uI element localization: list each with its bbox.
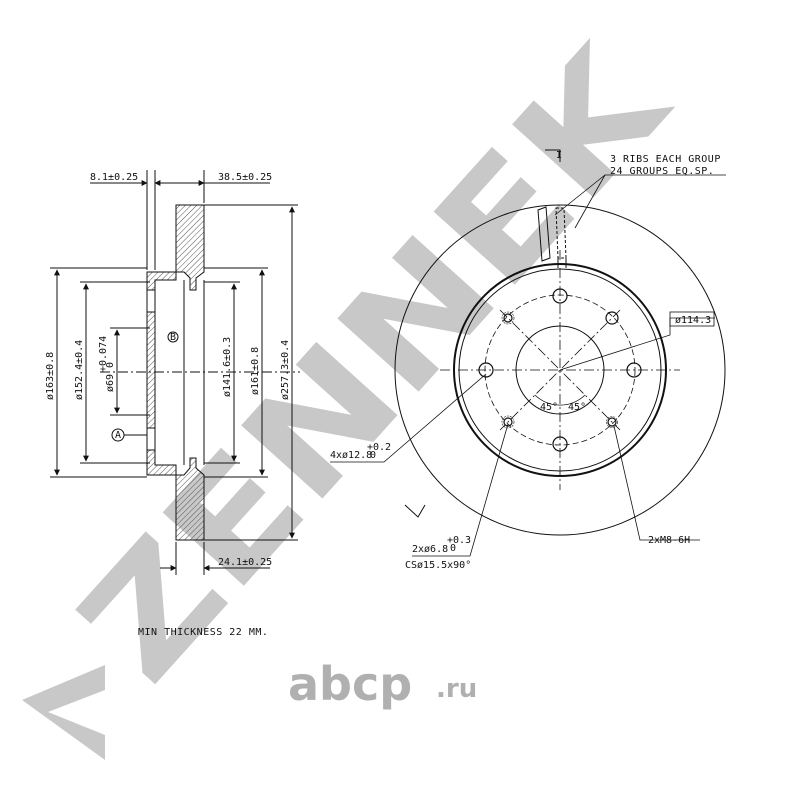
rib-left xyxy=(537,206,551,262)
section-mark: I xyxy=(556,150,562,161)
dim-dia-141: ø141.6±0.3 xyxy=(222,337,233,397)
holes-large-tol-lower: 0 xyxy=(370,450,376,461)
hub-bore-bottom xyxy=(146,427,156,451)
min-thickness-note: MIN THICKNESS 22 MM. xyxy=(138,627,268,638)
pcd-label: ø114.3 xyxy=(675,315,711,326)
dim-dia-161: ø161±0.8 xyxy=(250,347,261,395)
countersink-label: CSø15.5x90° xyxy=(405,560,471,571)
side-view-labels: 8.1±0.25 38.5±0.25 24.1±0.25 ø163±0.8 ø1… xyxy=(45,172,291,568)
ribs-note-1: 3 RIBS EACH GROUP xyxy=(610,154,721,165)
front-view-labels: I 3 RIBS EACH GROUP 24 GROUPS EQ.SP. ø11… xyxy=(330,150,721,571)
ribs-note-2: 24 GROUPS EQ.SP. xyxy=(610,166,714,177)
hub-section xyxy=(146,271,177,476)
holes-small-tol-lower: 0 xyxy=(450,543,456,554)
datum-b-symbol xyxy=(167,331,179,343)
dim-total-height: 38.5±0.25 xyxy=(218,172,272,183)
side-section-view xyxy=(50,170,300,575)
disc-section-top xyxy=(175,204,205,291)
stud-hole-bottom xyxy=(552,436,568,452)
small-hole-top-right xyxy=(605,311,619,325)
thread-label: 2xM8-6H xyxy=(648,535,690,546)
dim-dia-69-tol-lower: 0 xyxy=(105,362,116,368)
stud-hole-left xyxy=(478,362,494,378)
datum-b-label: B xyxy=(170,332,176,343)
dim-dia-69: ø69 xyxy=(105,374,116,392)
abcp-logo: abcp .ru xyxy=(288,657,477,711)
rib-middle xyxy=(555,207,567,259)
holes-small-tol-upper: +0.3 xyxy=(447,535,471,546)
hub-bore-top xyxy=(146,289,156,313)
dim-disc-thickness: 24.1±0.25 xyxy=(218,557,272,568)
angle-right-label: 45° xyxy=(568,402,586,413)
dim-dia-257: ø257.3±0.4 xyxy=(280,340,291,400)
threaded-hole-bottom-right xyxy=(607,417,617,427)
stud-hole-top xyxy=(552,288,568,304)
disc-outer-edge xyxy=(394,204,726,536)
small-hole-bottom-left xyxy=(503,417,513,427)
dim-dia-69-tol-upper: +0.074 xyxy=(98,336,109,372)
section-arrow-bottom xyxy=(404,504,426,518)
brand-chevron xyxy=(22,665,105,760)
abcp-wordmark: abcp xyxy=(288,657,412,711)
small-hole-top-left xyxy=(503,313,513,323)
angle-left-label: 45° xyxy=(540,402,558,413)
angle-arc xyxy=(534,394,586,406)
holes-small-label: 2xø6.8 xyxy=(412,544,448,555)
abcp-tld: .ru xyxy=(436,674,477,704)
pcd-box xyxy=(669,311,715,327)
dim-hub-thickness: 8.1±0.25 xyxy=(90,172,138,183)
holes-large-label: 4xø12.8 xyxy=(330,450,372,461)
holes-large-tol-upper: +0.2 xyxy=(367,442,391,453)
front-view xyxy=(330,149,726,557)
dim-dia-163: ø163±0.8 xyxy=(45,352,56,400)
disc-section-bottom xyxy=(175,457,205,541)
dim-dia-152: ø152.4±0.4 xyxy=(74,340,85,400)
section-arrow-top xyxy=(545,149,561,162)
datum-a-label: A xyxy=(115,430,121,441)
stud-hole-right xyxy=(626,362,642,378)
